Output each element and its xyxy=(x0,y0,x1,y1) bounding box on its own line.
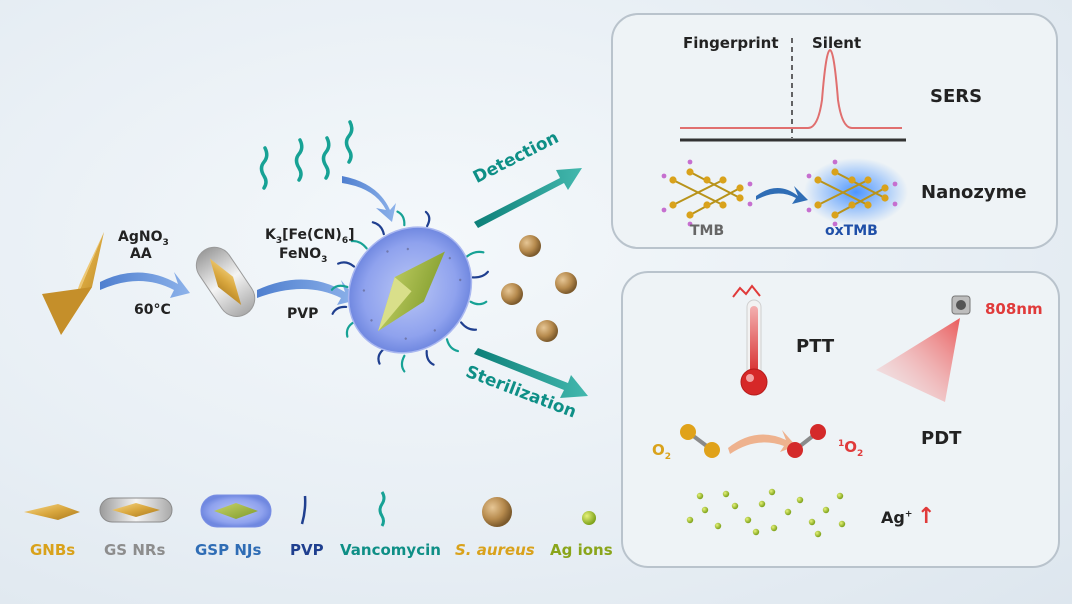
sers-label: SERS xyxy=(930,86,983,107)
legend-ag-ions-label: Ag ions xyxy=(550,541,613,559)
legend-s-aureus-label: S. aureus xyxy=(455,541,535,559)
legend-pvp-icon xyxy=(300,495,307,525)
vancomycin-molecules xyxy=(259,120,354,190)
synthesis-arrow-2 xyxy=(257,279,357,305)
ptt-label: PTT xyxy=(796,336,835,357)
increase-arrow-icon: ↑ xyxy=(917,504,936,529)
sterilization-arrow xyxy=(474,348,588,398)
singlet-oxygen-molecule xyxy=(787,424,826,458)
legend-pvp-label: PVP xyxy=(290,541,324,559)
silent-label: Silent xyxy=(812,34,862,52)
o2-molecule xyxy=(680,424,720,458)
legend-gnbs-label: GNBs xyxy=(30,541,76,559)
legend-vancomycin-label: Vancomycin xyxy=(340,541,441,559)
gnb-particle xyxy=(42,232,104,335)
detection-arrow xyxy=(474,168,582,228)
reaction1-temp: 60°C xyxy=(134,302,171,318)
reaction1-aa: AA xyxy=(130,246,152,262)
pdt-label: PDT xyxy=(921,428,962,449)
legend-gsnrs-icon xyxy=(99,497,173,523)
laser-wavelength-label: 808nm xyxy=(985,300,1043,318)
ag-ion-label: Ag+ xyxy=(881,508,913,527)
legend-s-aureus-icon xyxy=(482,497,512,527)
legend-gnbs-icon xyxy=(24,504,80,520)
laser-icon xyxy=(876,295,971,402)
singlet-oxygen-label: 1O2 xyxy=(838,438,864,459)
oxtmb-label: oxTMB xyxy=(825,223,878,239)
nanozyme-label: Nanozyme xyxy=(921,182,1027,203)
legend-gspnjs-label: GSP NJs xyxy=(195,541,262,559)
gsp-nanojanus xyxy=(330,210,490,373)
tmb-label: TMB xyxy=(690,223,725,239)
legend-gsnrs-label: GS NRs xyxy=(104,541,166,559)
ag-ion-dots xyxy=(686,488,846,538)
legend-gspnjs-icon xyxy=(200,494,272,528)
thermometer-icon xyxy=(732,284,768,396)
reaction2-pvp: PVP xyxy=(287,306,319,322)
o2-label: O2 xyxy=(652,441,672,462)
gs-nanorod xyxy=(195,246,256,317)
oxtmb-molecule xyxy=(804,158,908,227)
synthesis-arrow-1 xyxy=(100,272,190,298)
binding-arrow xyxy=(342,176,396,222)
pdt-arrow xyxy=(728,430,796,454)
oxidation-arrow xyxy=(756,186,808,204)
legend-ag-ions-icon xyxy=(582,511,596,525)
reaction2-feno3: FeNO3 xyxy=(279,246,328,265)
legend-vancomycin-icon xyxy=(378,491,386,527)
reaction1-agno3: AgNO3 xyxy=(118,229,169,248)
sers-spectrum xyxy=(680,48,902,129)
tmb-molecule xyxy=(661,159,753,227)
s-aureus-cells xyxy=(501,235,577,342)
reaction2-kfecn: K3[Fe(CN)6] xyxy=(265,227,355,246)
fingerprint-label: Fingerprint xyxy=(683,34,779,52)
